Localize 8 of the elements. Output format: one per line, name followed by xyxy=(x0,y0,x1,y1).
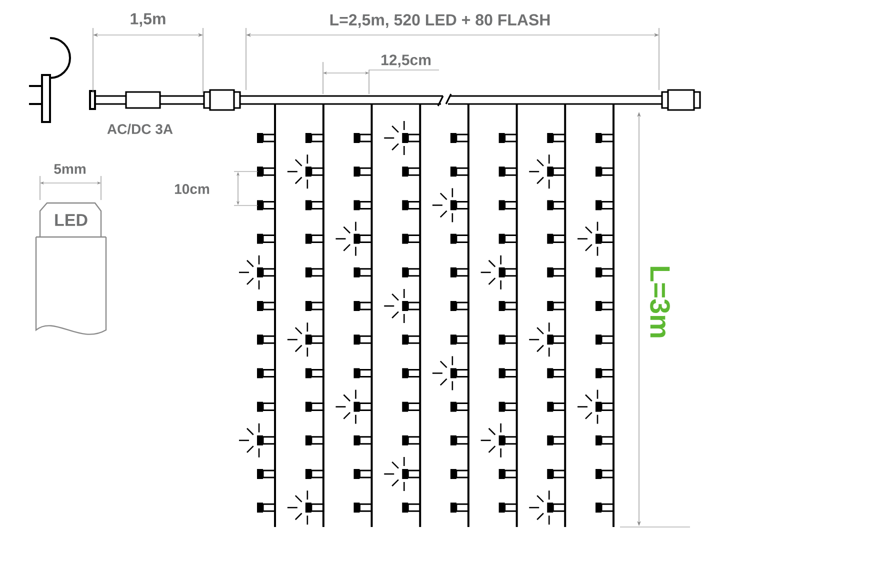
dimension-label: 5mm xyxy=(54,164,86,174)
dimension-label: 12,5cm xyxy=(382,54,430,68)
dimension-label: 1,5m xyxy=(130,13,166,27)
dimension-label: L=2,5m, 520 LED + 80 FLASH xyxy=(330,14,550,28)
dimension-label: L=3m xyxy=(650,266,670,338)
led-label: LED xyxy=(55,214,88,226)
dimension-label: 10cm xyxy=(174,184,210,194)
rating-label: AC/DC 3A xyxy=(107,124,173,134)
